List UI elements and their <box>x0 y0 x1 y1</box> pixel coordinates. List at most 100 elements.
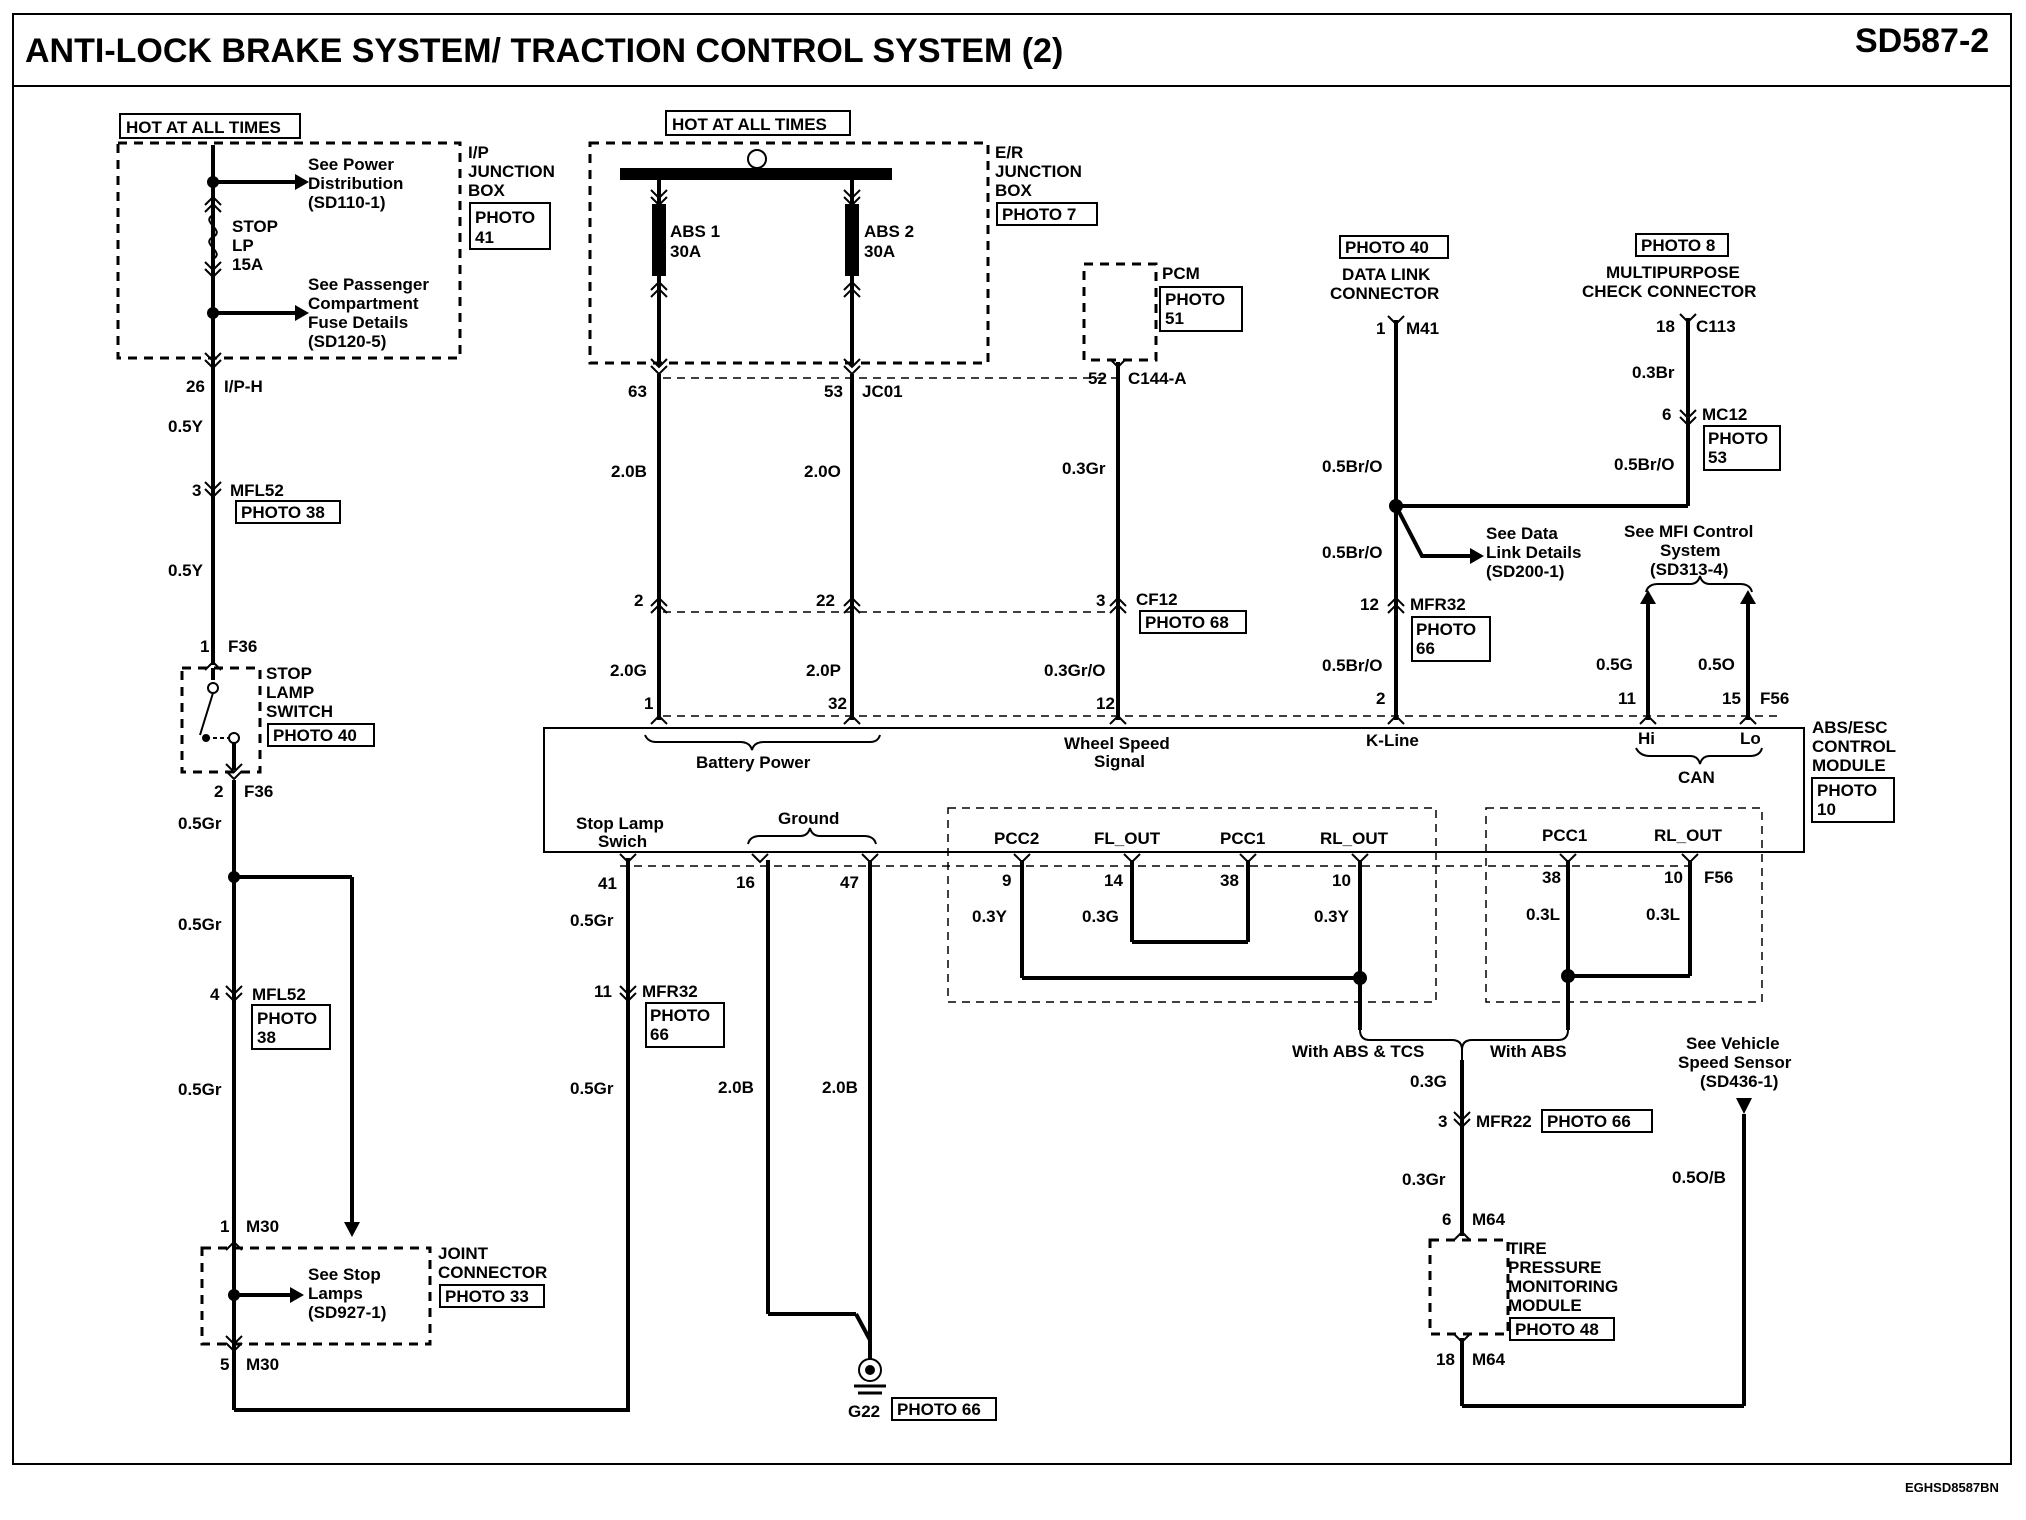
pin-16: 16 <box>736 873 755 892</box>
stop-lamp-label-1: Stop Lamp <box>576 814 664 833</box>
ip-box-name-3: BOX <box>468 181 506 200</box>
dl-ref-3: (SD200-1) <box>1486 562 1564 581</box>
pin-1b: 1 <box>220 1217 229 1236</box>
pin-3c: 3 <box>1438 1112 1447 1131</box>
pin-14: 14 <box>1104 871 1123 890</box>
ip-junction-box: HOT AT ALL TIMES I/P JUNCTION BOX PHOTO … <box>116 113 555 360</box>
pin-22: 22 <box>816 591 835 610</box>
wire-05y-b: 0.5Y <box>168 561 204 580</box>
pin-2: 2 <box>214 782 223 801</box>
wire-05gr-c: 0.5Gr <box>178 1080 222 1099</box>
wire-05gr-a: 0.5Gr <box>178 814 222 833</box>
pin-63: 63 <box>628 382 647 401</box>
er-name-3: BOX <box>995 181 1033 200</box>
dlc-name-1: DATA LINK <box>1342 265 1431 284</box>
wire-20b: 2.0B <box>611 462 647 481</box>
module-name-2: CONTROL <box>1812 737 1896 756</box>
ip-photo-1: PHOTO <box>475 208 535 227</box>
rl-out-b-label: RL_OUT <box>1654 826 1723 845</box>
with-abs-tcs: With ABS & TCS <box>1292 1042 1424 1061</box>
wire-05g: 0.5G <box>1596 655 1633 674</box>
pin-3b: 3 <box>1096 591 1105 610</box>
ip-box-name-1: I/P <box>468 143 489 162</box>
wire-05gr-d: 0.5Gr <box>570 911 614 930</box>
tpms-name-1: TIRE <box>1508 1239 1547 1258</box>
conn-ip-h: I/P-H <box>224 377 263 396</box>
wire-03y-a: 0.3Y <box>972 907 1008 926</box>
wheel-speed-circuit: PCM PHOTO 51 52 C144-A 0.3Gr 3 CF12 PHOT… <box>1044 262 1247 771</box>
pin-3: 3 <box>192 481 201 500</box>
wire-05bro-c: 0.5Br/O <box>1322 543 1382 562</box>
photo-68: PHOTO 68 <box>1145 613 1229 632</box>
conn-mfr32b: MFR32 <box>642 982 698 1001</box>
conn-f36b: F36 <box>244 782 273 801</box>
mcc-conn: C113 <box>1696 317 1736 336</box>
conn-cf12: CF12 <box>1136 590 1178 609</box>
vss-ref-3: (SD436-1) <box>1700 1072 1778 1091</box>
joint-name-2: CONNECTOR <box>438 1263 547 1282</box>
pin-26: 26 <box>186 377 205 396</box>
can-ref-3: (SD313-4) <box>1650 560 1728 579</box>
pin-12: 12 <box>1096 694 1115 713</box>
ground-photo-66: PHOTO 66 <box>897 1400 981 1419</box>
diagram-title: ANTI-LOCK BRAKE SYSTEM/ TRACTION CONTROL… <box>25 32 1063 70</box>
stop-ref-1: See Stop <box>308 1265 381 1284</box>
er-junction-box: HOT AT ALL TIMES E/R JUNCTION BOX PHOTO … <box>588 110 1098 376</box>
can-label: CAN <box>1678 768 1715 787</box>
fuse-abs1-1: ABS 1 <box>670 222 720 241</box>
pin-18: 18 <box>1436 1350 1455 1369</box>
can-ref-1: See MFI Control <box>1624 522 1753 541</box>
dlc-pin: 1 <box>1376 319 1385 338</box>
stop-lamp-label-2: Swich <box>598 832 647 851</box>
pin-4: 4 <box>210 985 220 1004</box>
ground-label: Ground <box>778 809 839 828</box>
switch-name-3: SWITCH <box>266 702 333 721</box>
dl-ref-1: See Data <box>1486 524 1558 543</box>
conn-mfl52b: MFL52 <box>252 985 306 1004</box>
pin-10: 10 <box>1332 871 1351 890</box>
fl-out-label: FL_OUT <box>1094 829 1161 848</box>
wire-05bro-a: 0.5Br/O <box>1322 457 1382 476</box>
sheet-frame <box>12 13 2012 1465</box>
conn-f36: F36 <box>228 637 257 656</box>
pin-5: 5 <box>220 1355 229 1374</box>
switch-name-1: STOP <box>266 664 312 683</box>
conn-f56b: F56 <box>1704 868 1733 887</box>
with-abs: With ABS <box>1490 1042 1567 1061</box>
conn-m30: M30 <box>246 1217 279 1236</box>
er-photo: PHOTO 7 <box>1002 205 1076 224</box>
ip-fuse-1: STOP <box>232 217 278 236</box>
ip-photo-2: 41 <box>475 228 494 247</box>
pin-53: 53 <box>824 382 843 401</box>
pcc1-label: PCC1 <box>1220 829 1265 848</box>
dl-ref-2: Link Details <box>1486 543 1581 562</box>
pin-2c: 2 <box>1376 689 1385 708</box>
photo-66-1: PHOTO <box>1416 620 1476 639</box>
er-name-2: JUNCTION <box>995 162 1082 181</box>
pin-11b: 11 <box>594 982 612 1001</box>
dlc-photo: PHOTO 40 <box>1345 238 1429 257</box>
wire-03gr-b: 0.3Gr <box>1402 1170 1446 1189</box>
photo-48: PHOTO 48 <box>1515 1320 1599 1339</box>
abs-esc-control-module: ABS/ESC CONTROL MODULE PHOTO 10 Stop Lam… <box>543 715 1896 1003</box>
pin-41: 41 <box>598 874 617 893</box>
conn-f56: F56 <box>1760 689 1789 708</box>
mcc-name-1: MULTIPURPOSE <box>1606 263 1740 282</box>
ip-ref2-1: See Passenger <box>308 275 429 294</box>
pin-38b: 38 <box>1542 868 1561 887</box>
vss-ref-1: See Vehicle <box>1686 1034 1780 1053</box>
wire-05y-a: 0.5Y <box>168 417 204 436</box>
pin-12b: 12 <box>1360 595 1379 614</box>
can-ref-2: System <box>1660 541 1720 560</box>
wire-05bro-d: 0.5Br/O <box>1322 656 1382 675</box>
module-name-1: ABS/ESC <box>1812 718 1888 737</box>
footer-code: EGHSD8587BN <box>1905 1480 1999 1495</box>
photo-38b-2: 38 <box>257 1028 276 1047</box>
ip-ref1-2: Distribution <box>308 174 403 193</box>
conn-mc12: MC12 <box>1702 405 1747 424</box>
module-photo-1: PHOTO <box>1817 781 1877 800</box>
ip-fuse-2: LP <box>232 236 254 255</box>
can-hi: Hi <box>1638 729 1655 748</box>
battery-power-circuit: 63 53 JC01 2.0B 2.0O 2 22 2.0G 2.0P 1 32… <box>610 374 1118 772</box>
mcc-photo: PHOTO 8 <box>1641 236 1715 255</box>
